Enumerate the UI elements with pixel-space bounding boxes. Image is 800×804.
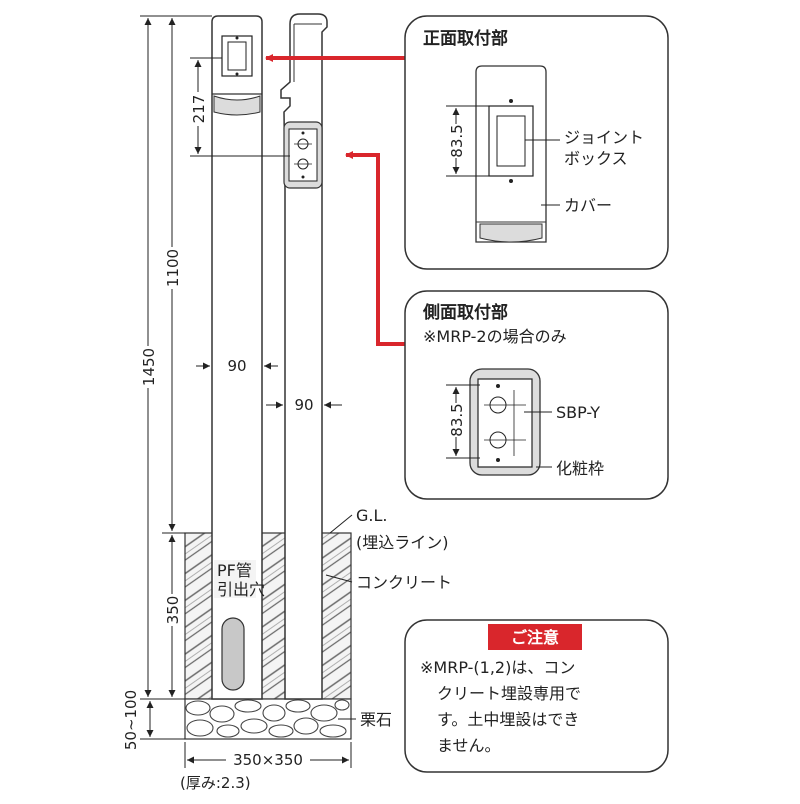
dim-total-height: 1450: [140, 348, 158, 386]
front-detail-title: 正面取付部: [423, 28, 508, 49]
front-detail-panel: 正面取付部 83.5 ジョイント ボックス カバー: [404, 15, 669, 270]
concrete-label: コンクリート: [356, 573, 452, 592]
side-detail-label-sbp: SBP-Y: [556, 403, 600, 422]
caution-line-1: ※MRP-(1,2)は、コン: [420, 658, 575, 677]
pole-side-view: [280, 13, 328, 700]
dim-thickness: (厚み:2.3): [180, 774, 251, 792]
pipe-label-1: PF管: [217, 561, 252, 580]
gravel-bed: [184, 698, 352, 740]
dimension-labels: 1450 1100 217 350 50~100 90 90 350×350 (…: [122, 92, 314, 792]
caution-line-3: す。土中埋設はでき: [437, 710, 579, 729]
side-detail-box: [469, 368, 541, 476]
ground-labels: G.L. (埋込ライン) コンクリート 栗石 PF管 引出穴: [214, 506, 452, 729]
concrete-foundation: [184, 532, 352, 700]
front-detail-label-cover: カバー: [564, 196, 612, 215]
caution-line-4: ません。: [437, 736, 501, 755]
front-detail-label-box-2: ボックス: [564, 149, 628, 168]
caution-panel: ご注意 ※MRP-(1,2)は、コン クリート埋設専用で す。土中埋設はでき ま…: [404, 619, 669, 773]
pipe-outlet-hole: [221, 617, 245, 691]
side-detail-note: ※MRP-2の場合のみ: [423, 327, 567, 346]
caution-line-2: クリート埋設専用で: [437, 684, 581, 703]
caution-title: ご注意: [511, 628, 559, 647]
dim-pole-width-left: 90: [227, 357, 246, 375]
gl-label: G.L.: [356, 506, 387, 525]
gravel-label: 栗石: [360, 710, 392, 729]
side-detail-panel: 側面取付部 ※MRP-2の場合のみ 83.5 SBP-Y 化粧枠: [404, 290, 669, 500]
dim-above-ground: 1100: [164, 249, 182, 287]
callout-arrows: [265, 54, 405, 346]
dim-gravel-depth: 50~100: [122, 690, 140, 750]
side-detail-label-frame: 化粧枠: [556, 459, 604, 478]
caution-title-badge: [488, 624, 582, 650]
side-outlet-box: [283, 121, 323, 189]
front-junction-box: [221, 35, 253, 77]
dim-foundation-size: 350×350: [233, 751, 303, 769]
gl-sublabel: (埋込ライン): [356, 533, 449, 552]
side-detail-dim: 83.5: [448, 403, 466, 436]
dim-pole-width-right: 90: [294, 396, 313, 414]
pipe-label-2: 引出穴: [217, 580, 265, 599]
front-detail-cover: [475, 65, 547, 243]
front-detail-dim: 83.5: [448, 124, 466, 157]
dim-box-height: 217: [190, 95, 208, 124]
dim-concrete-depth: 350: [164, 596, 182, 625]
pole-front-view: [211, 15, 263, 700]
front-detail-label-box-1: ジョイント: [564, 128, 644, 147]
side-detail-title: 側面取付部: [422, 302, 508, 323]
